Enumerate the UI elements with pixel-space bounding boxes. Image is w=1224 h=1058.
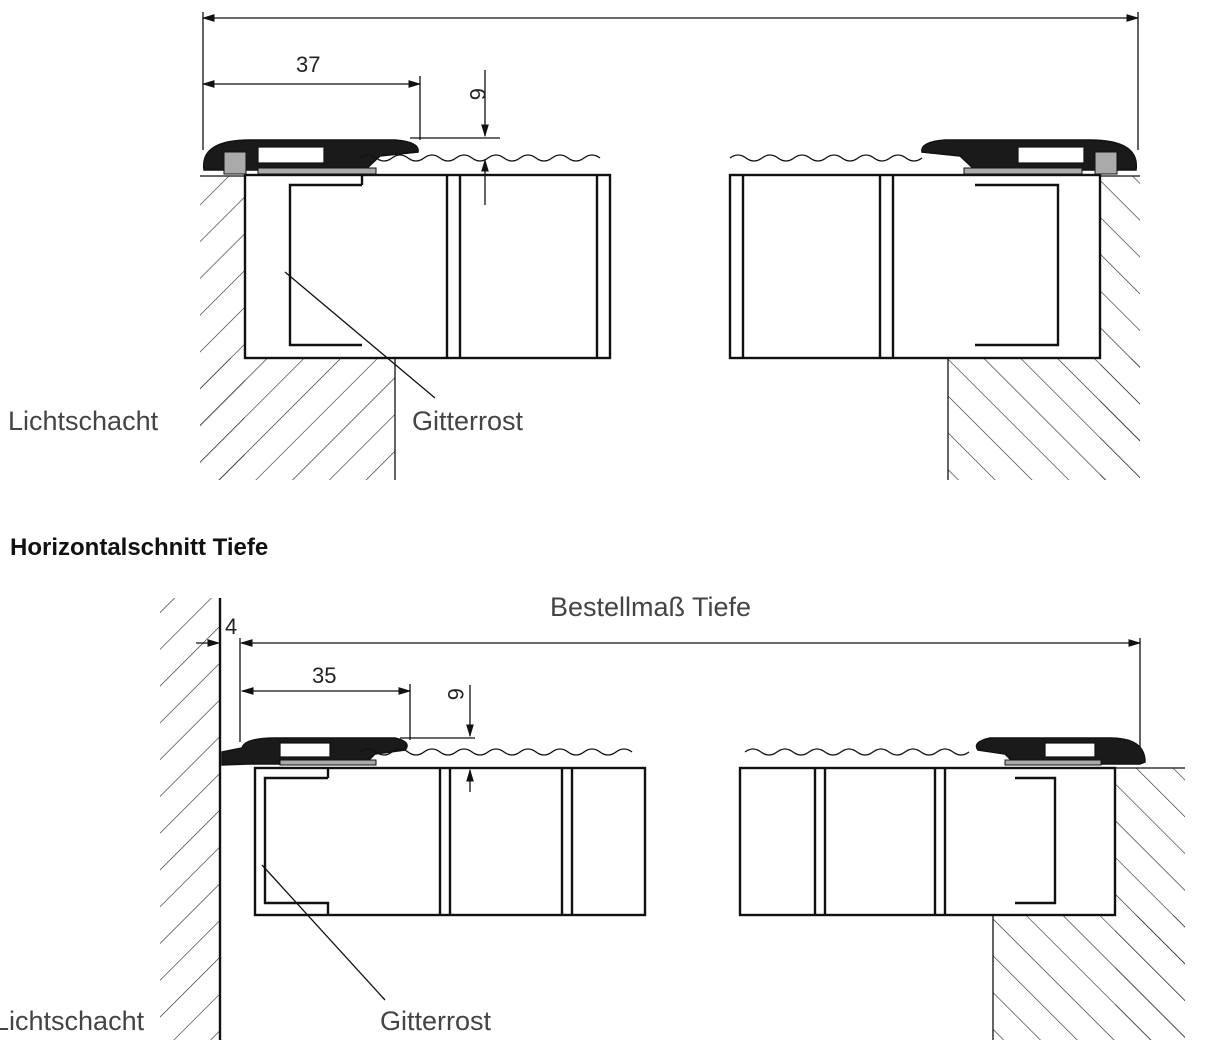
- dimension-6-bottom: 6: [443, 688, 468, 700]
- grating-right: [728, 173, 1102, 360]
- dimension-6: 6: [465, 88, 490, 100]
- bottom-section: Horizontalschnitt Tiefe Bestellmaß Tiefe…: [0, 534, 1185, 1040]
- top-section: 37 6 Lichtschacht Gitterrost: [8, 12, 1140, 480]
- label-lichtschacht-top: Lichtschacht: [8, 406, 159, 436]
- section-heading: Horizontalschnitt Tiefe: [10, 534, 268, 561]
- dimension-35: 35: [312, 663, 336, 688]
- dimension-4: 4: [225, 614, 237, 639]
- label-lichtschacht-bottom: Lichtschacht: [0, 1006, 145, 1036]
- dimension-bestellmass: Bestellmaß Tiefe: [550, 592, 751, 622]
- grating-right-bottom: [738, 766, 1117, 917]
- label-gitterrost-bottom: Gitterrost: [380, 1006, 492, 1036]
- label-gitterrost-top: Gitterrost: [412, 406, 524, 436]
- dimension-37: 37: [296, 52, 320, 77]
- grating-left: [243, 173, 612, 360]
